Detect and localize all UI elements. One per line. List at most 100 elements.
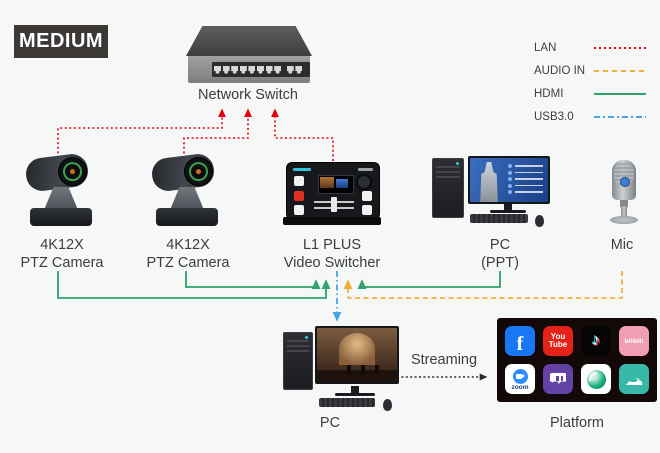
platform-label: Platform <box>550 415 604 431</box>
legend-label-hdmi: HDMI <box>534 87 564 100</box>
mouse <box>383 399 392 411</box>
slide-bullet-list <box>507 164 543 198</box>
camera-lens <box>56 155 89 188</box>
camera-head <box>150 152 216 193</box>
lan-wire-switcher <box>271 108 334 161</box>
switcher-panel <box>286 162 380 220</box>
platform-icon-grid: f You Tube ♪ bilibili zoom <box>505 326 649 394</box>
streaming-pc-label: PC <box>319 415 341 431</box>
facebook-letter: f <box>516 332 524 355</box>
presentation-screen <box>470 158 548 202</box>
monitor-base <box>490 210 526 213</box>
ptz-camera-2 <box>150 152 226 228</box>
twitch-glitch-glyph <box>550 372 566 384</box>
legend-label-usb3: USB3.0 <box>534 110 574 123</box>
legend-label-audio-in: AUDIO IN <box>534 64 586 77</box>
monitor-stand <box>504 204 512 210</box>
switch-top-face <box>186 26 312 56</box>
switcher-button <box>362 191 372 201</box>
switcher-button <box>294 205 304 215</box>
camera2-label-line1: 4K12X <box>166 237 210 253</box>
slide-tower-image <box>480 162 498 202</box>
live-video-screen <box>317 328 397 382</box>
zoom-icon: zoom <box>505 364 535 394</box>
monitor-stand <box>351 386 359 393</box>
lan-wire-camera1 <box>57 108 226 158</box>
hdmi-line-swatch <box>594 92 646 95</box>
youtube-text-bottom: Tube <box>548 340 568 349</box>
webex-sphere-glyph <box>586 369 606 389</box>
camera-lens <box>182 155 215 188</box>
pc-ppt-label-line2: (PPT) <box>481 255 519 271</box>
switcher-preview-screen <box>318 175 354 194</box>
pc-tower <box>283 332 313 390</box>
monitor-base <box>335 393 375 396</box>
usb3-line-swatch <box>594 115 646 118</box>
zoom-text: zoom <box>511 383 529 391</box>
legend-item-hdmi: HDMI <box>534 82 652 105</box>
bilibili-text: bilibili <box>624 337 644 345</box>
camera-neck <box>44 187 78 210</box>
ptz-camera-1-label: 4K12X PTZ Camera <box>2 236 122 272</box>
mic-button <box>620 177 630 187</box>
pc-monitor <box>468 156 550 204</box>
camera-base <box>156 208 218 226</box>
stage-arch-image <box>339 333 375 365</box>
network-switch-label: Network Switch <box>198 87 298 103</box>
legend-item-lan: LAN <box>534 36 652 59</box>
switcher-model-mark <box>358 168 373 171</box>
legend: LAN AUDIO IN HDMI USB3.0 <box>534 36 652 128</box>
legend-item-audio-in: AUDIO IN <box>534 59 652 82</box>
network-switch-device <box>186 26 312 84</box>
tiktok-note-glyph: ♪ <box>592 332 600 349</box>
lan-line-swatch <box>594 46 646 49</box>
video-switcher-label: L1 PLUS Video Switcher <box>272 236 392 272</box>
switcher-label-line2: Video Switcher <box>283 255 381 271</box>
lan-wire-camera2 <box>183 108 252 158</box>
zoom-camera-glyph <box>512 368 528 384</box>
switcher-brand-mark <box>293 168 311 171</box>
pc-tower <box>432 158 464 218</box>
hdmi-wire-pc-ppt <box>357 271 501 290</box>
streaming-pc-device <box>283 326 403 414</box>
youtube-icon: You Tube <box>543 326 573 356</box>
switcher-base <box>283 217 381 225</box>
bilibili-icon: bilibili <box>619 326 649 356</box>
camera-head <box>24 152 90 193</box>
stage-floor <box>317 370 397 382</box>
facebook-icon: f <box>505 326 535 356</box>
switcher-label-line1: L1 PLUS <box>302 237 362 253</box>
camera-base <box>30 208 92 226</box>
medium-badge-label: MEDIUM <box>18 30 104 52</box>
keyboard <box>319 398 375 407</box>
webex-icon <box>581 364 611 394</box>
switcher-record-button <box>294 191 304 201</box>
pc-ppt-label: PC (PPT) <box>440 236 560 272</box>
mic-label: Mic <box>610 237 634 253</box>
ptz-camera-1 <box>24 152 100 228</box>
camera-neck <box>170 187 204 210</box>
hdmi-wire-camera2 <box>185 271 321 290</box>
legend-label-lan: LAN <box>534 41 557 54</box>
platform-panel: f You Tube ♪ bilibili zoom <box>497 318 657 402</box>
audio-wire-mic <box>343 271 623 299</box>
ptz-camera-2-label: 4K12X PTZ Camera <box>128 236 248 272</box>
switcher-button <box>294 176 304 186</box>
twitch-icon <box>543 364 573 394</box>
streaming-label: Streaming <box>410 352 478 368</box>
cloud-meeting-icon: ☁ <box>619 364 649 394</box>
switch-ethernet-ports <box>212 62 310 77</box>
tiktok-icon: ♪ <box>581 326 611 356</box>
pc-ppt-label-line1: PC <box>489 237 511 253</box>
pc-ppt-device <box>432 156 552 228</box>
video-switcher-device <box>283 162 381 228</box>
stage-figure <box>361 365 365 374</box>
keyboard <box>470 214 528 223</box>
stage-figure <box>375 365 379 374</box>
camera2-label-line2: PTZ Camera <box>146 255 230 271</box>
legend-item-usb3: USB3.0 <box>534 105 652 128</box>
pc-monitor <box>315 326 399 384</box>
switcher-button <box>362 205 372 215</box>
stage-figure <box>347 365 351 374</box>
